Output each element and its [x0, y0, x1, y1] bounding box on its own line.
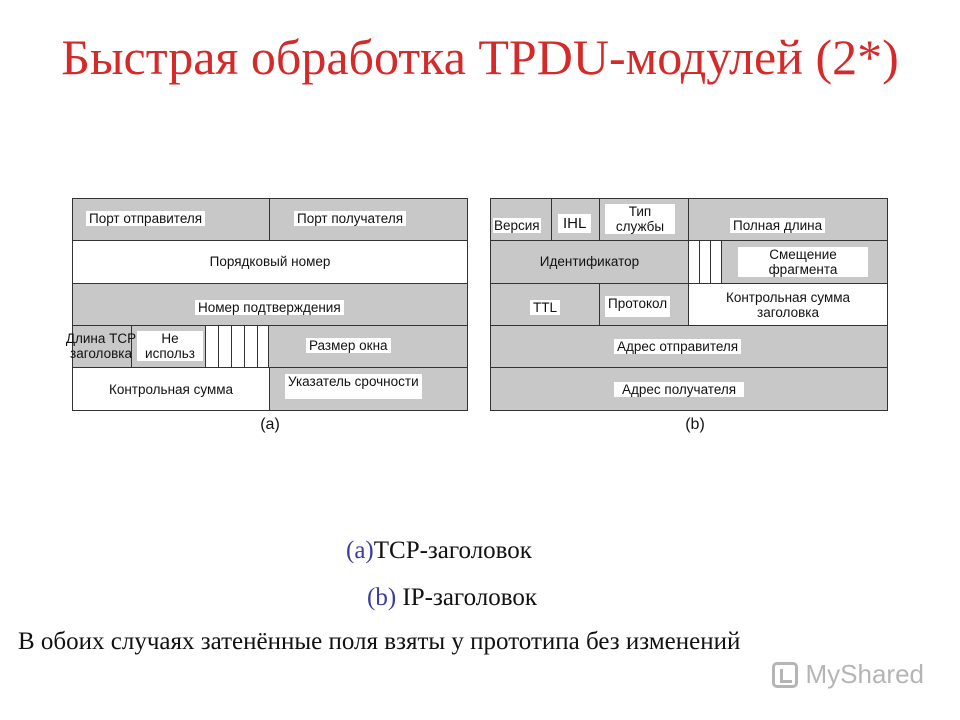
legend-note: В обоих случаях затенённые поля взяты у … [18, 628, 741, 655]
tcp-unused-label: Не использ [137, 331, 203, 361]
ip-caption: (b) [685, 416, 705, 433]
tcp-hlen-label: Длина TCP заголовка [65, 331, 137, 361]
ip-protocol-label: Протокол [605, 296, 671, 317]
ip-src-addr-label: Адрес отправителя [614, 339, 742, 354]
tcp-urgent-label: Указатель срочности [285, 374, 422, 399]
legend-tcp-text: TCP-заголовок [373, 537, 532, 564]
ip-version-label: Версия [493, 218, 541, 233]
tcp-seq-label: Порядковый номер [209, 254, 331, 269]
ip-flag-divider [699, 240, 700, 284]
tcp-flag-divider [257, 325, 258, 368]
ip-dst-addr-label: Адрес получателя [614, 382, 745, 397]
ip-checksum-field [688, 283, 888, 326]
tcp-flag-divider [231, 325, 232, 368]
tcp-src-port-label: Порт отправителя [86, 211, 206, 226]
legend-tcp-marker: (a) [346, 537, 374, 564]
ip-frag-offset-label: Смещение фрагмента [738, 247, 868, 277]
ip-ihl-label: IHL [558, 214, 592, 233]
tcp-checksum-label: Контрольная сумма [108, 382, 234, 397]
ip-tos-label: Тип службы [605, 204, 675, 234]
legend-ip-marker: (b) [367, 584, 397, 611]
ip-flags-field [688, 240, 722, 284]
tcp-ack-label: Номер подтверждения [195, 300, 344, 315]
tcp-flags-field [205, 325, 269, 368]
legend-tcp: (a)TCP-заголовок [346, 537, 532, 565]
ip-ttl-label: TTL [530, 300, 561, 315]
tcp-window-label: Размер окна [306, 338, 391, 353]
ip-ident-label: Идентификатор [539, 254, 640, 269]
tcp-checksum-field [72, 367, 270, 411]
legend-ip-text: IP-заголовок [396, 584, 537, 611]
tcp-caption: (a) [260, 416, 280, 433]
watermark-text: MyShared [805, 659, 925, 689]
myshared-logo-icon [771, 661, 798, 688]
ip-flag-divider [710, 240, 711, 284]
legend-ip: (b) IP-заголовок [367, 584, 537, 612]
ip-ident-field [490, 240, 689, 284]
ip-total-length-label: Полная длина [730, 218, 826, 233]
ip-checksum-label: Контрольная сумма заголовка [725, 290, 851, 320]
tcp-flag-divider [218, 325, 219, 368]
tcp-flag-divider [244, 325, 245, 368]
slide-title: Быстрая обработка TPDU-модулей (2*) [61, 29, 899, 85]
tcp-dst-port-label: Порт получателя [294, 211, 407, 226]
watermark: MyShared [771, 659, 925, 690]
